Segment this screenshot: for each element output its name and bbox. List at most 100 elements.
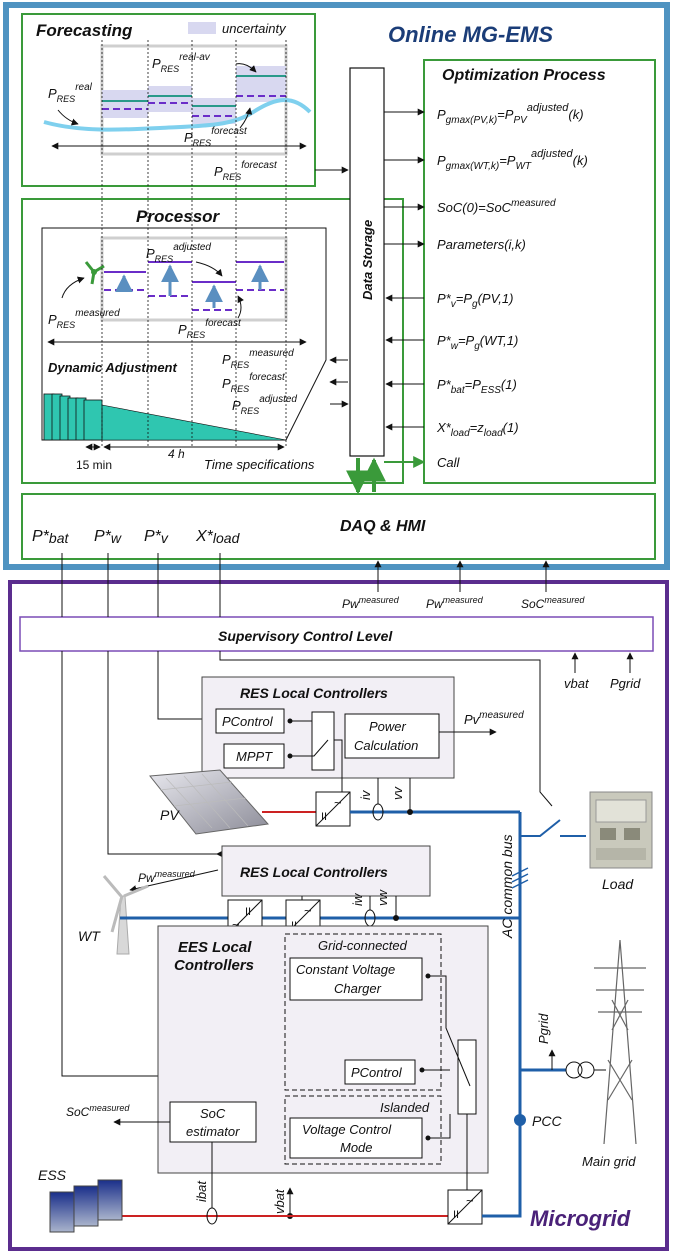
time-specifications-label: Time specifications [204,457,315,472]
out-measured-label: PRESmeasured [222,348,294,370]
daq-pw-label: P*w [94,528,122,546]
svg-text:~: ~ [304,903,312,918]
time-blocks [44,394,286,440]
iw-label: iw [350,892,365,906]
pcc-label: PCC [532,1113,562,1129]
eq-wt-setpoint: P*w=Pg(WT,1) [437,333,518,352]
p-res-real-pointer [58,110,78,124]
svg-text:~: ~ [466,1193,474,1208]
res1-title: RES Local Controllers [240,685,388,701]
vcm-line2: Mode [340,1140,373,1155]
eq-pgmax-pv: Pgmax(PV,k)=PPVadjusted(k) [437,102,584,126]
daq-xload-label: X*load [195,528,241,546]
power-calc-line2: Calculation [354,738,418,753]
p-res-real-av-label: PRESreal-av [152,52,211,74]
islanded-label: Islanded [380,1100,430,1115]
ees-title-line2: Controllers [174,957,254,974]
wind-turbine-illustration [104,876,148,954]
eq-parameters: Parameters(i,k) [437,237,526,252]
daq-pv-label: P*v [144,528,169,546]
cvc-line1: Constant Voltage [296,962,395,977]
vw-label: vw [375,889,390,907]
eq-load-setpoint: X*load=zload(1) [436,420,519,439]
data-storage-label: Data Storage [360,220,375,300]
supervisory-vbat: vbat [564,676,590,691]
adjusted-steps [104,262,284,282]
supervisory-pgrid: Pgrid [610,676,641,691]
daq-input-3: SoCmeasured [521,595,585,611]
svg-text:~: ~ [334,795,342,810]
p-res-adjusted-label: PRESadjusted [146,242,211,264]
pv-panel-icon [150,770,268,834]
svg-text:II: II [453,1209,459,1221]
proc-forecast-pointer [238,296,241,318]
ac-bus-label: AC common bus [499,835,515,939]
uncert-band-2 [148,86,192,112]
measured-pointer [62,278,84,298]
vv-node [407,809,413,815]
load-label: Load [602,876,634,892]
svg-text:II: II [245,906,251,918]
ess-ac-line [482,1210,520,1216]
pw-measured-label: Pwmeasured [138,869,196,885]
res2-title: RES Local Controllers [240,864,388,880]
cvc-line2: Charger [334,981,382,996]
uncertainty-legend-swatch [188,22,216,34]
pv-label: PV [160,807,180,823]
ess-converter-icon: II ~ [448,1190,482,1224]
pv-measured-label: Pvmeasured [464,710,524,727]
svg-text:II: II [321,811,327,823]
pgrid-label: Pgrid [536,1013,551,1044]
vv-label: vv [390,786,405,801]
processor-title: Processor [136,207,221,226]
uncertainty-legend-label: uncertainty [222,21,287,36]
forecasting-title: Forecasting [36,21,133,40]
wt-label: WT [78,928,101,944]
eq-pv-setpoint: P*v=Pg(PV,1) [437,291,513,310]
pv-converter-icon: II ~ [316,792,350,826]
microgrid-title: Microgrid [530,1206,631,1231]
p-res-real-label: PRESreal [48,82,93,104]
eq-call: Call [437,455,461,470]
forecast-output-label: PRESforecast [214,160,278,182]
battery-icon [50,1180,122,1232]
pcc-node [514,1114,526,1126]
daq-input-2: Pwmeasured [426,595,484,611]
ees-pcontrol-label: PControl [351,1065,403,1080]
soc-estimator-line2: estimator [186,1124,240,1139]
ibat-label: ibat [194,1180,209,1202]
eq-bat-setpoint: P*bat=PESS(1) [437,377,517,396]
label-4h: 4 h [168,447,185,461]
transmission-tower-icon [594,940,646,1144]
daq-hmi-box [22,494,655,559]
res1-mppt-label: MPPT [236,749,273,764]
ees-title-line1: EES Local [178,939,252,956]
supervisory-control-label: Supervisory Control Level [218,628,393,644]
ess-label: ESS [38,1167,67,1183]
processor-forecast-steps [104,290,284,310]
res1-pcontrol-label: PControl [222,714,274,729]
transformer-left [566,1062,582,1078]
soc-measured-label: SoCmeasured [66,1103,130,1119]
ees-vbat-label: vbat [272,1188,287,1214]
load-breaker [520,820,586,836]
dynamic-adjustment-label: Dynamic Adjustment [48,360,177,375]
soc-estimator-line1: SoC [200,1106,226,1121]
res2-arrowhead [216,851,222,857]
daq-pbat-label: P*bat [32,528,69,546]
eq-pgmax-wt: Pgmax(WT,k)=PWTadjusted(k) [437,148,588,172]
iv-label: iv [358,789,373,800]
uncert-band-1 [102,90,148,118]
vcm-line1: Voltage Control [302,1122,392,1137]
out-forecast-label: PRESforecast [222,372,286,394]
optimization-title: Optimization Process [442,67,606,84]
adjusted-pointer [196,262,222,276]
out-adjusted-label: PRESadjusted [232,394,297,416]
ees-switch-box [458,1040,476,1114]
daq-input-1: Pwmeasured [342,595,400,611]
p-res-forecast-label: PRESforecast [184,126,248,148]
grid-connected-label: Grid-connected [318,938,408,953]
power-calc-line1: Power [369,719,407,734]
